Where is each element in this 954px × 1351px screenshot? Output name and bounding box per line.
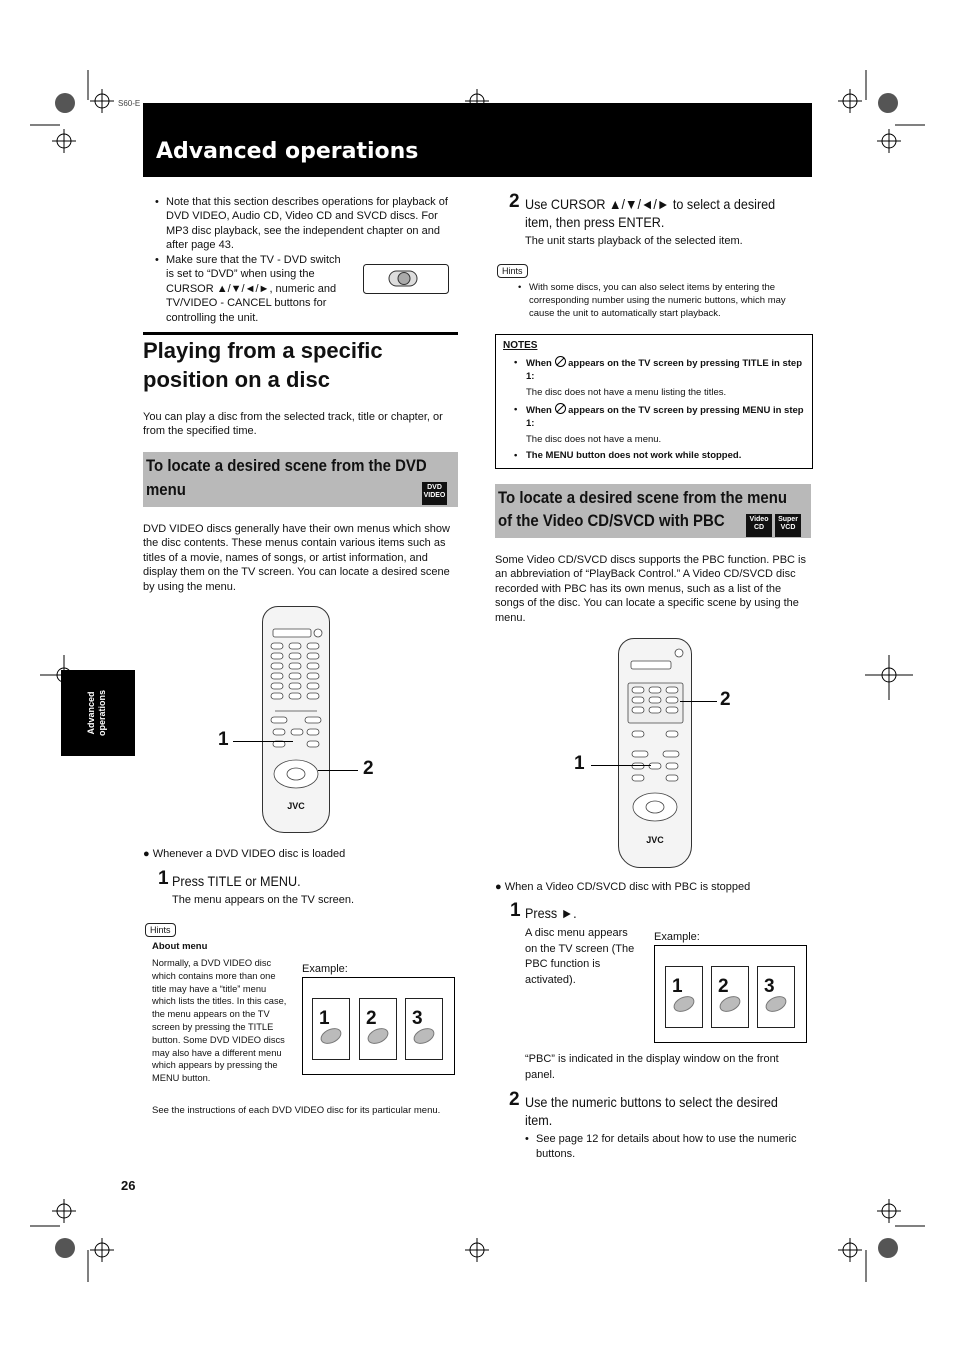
pbc-callout-1-line xyxy=(591,765,651,767)
note-3: • The MENU button does not work while st… xyxy=(514,450,742,461)
section-rule xyxy=(143,332,458,335)
dvd-condition: ● Whenever a DVD VIDEO disc is loaded xyxy=(143,848,346,860)
tv-dvd-switch-icon xyxy=(363,264,449,294)
pbc-example-item-3: 3 xyxy=(757,966,795,1028)
hints-body: Normally, a DVD VIDEO disc which contain… xyxy=(152,958,287,1084)
callout-1-line xyxy=(233,741,293,743)
section-intro: You can play a disc from the selected tr… xyxy=(143,411,443,438)
note-1-text: The disc does not have a menu listing th… xyxy=(526,387,727,398)
callout-2: 2 xyxy=(363,758,374,779)
remote-brand: JVC xyxy=(287,801,305,811)
pbc-step-2-number: 2 xyxy=(509,1089,520,1110)
pbc-heading: To locate a desired scene from the menu … xyxy=(495,484,811,538)
pbc-callout-2-line xyxy=(680,701,717,703)
hints-badge-icon: Hints xyxy=(145,920,176,938)
example-item-3: 3 xyxy=(405,998,443,1060)
pbc-example-label: Example: xyxy=(654,931,700,943)
dvd-menu-heading: To locate a desired scene from the DVD m… xyxy=(143,452,458,507)
side-tab-line2: operations xyxy=(97,690,107,737)
pbc-example-item-1: 1 xyxy=(665,966,703,1028)
right-hints-body: With some discs, you can also select ite… xyxy=(517,281,812,320)
remote-control-illustration: JVC xyxy=(262,606,330,833)
callout-2-line xyxy=(318,770,358,772)
pbc-step-2-bullet: See page 12 for details about how to use… xyxy=(525,1132,806,1162)
remote-buttons-icon xyxy=(270,628,323,789)
intro-bullet-1: Note that this section describes operati… xyxy=(155,195,459,253)
pbc-condition: ● When a Video CD/SVCD disc with PBC is … xyxy=(495,881,751,893)
pbc-step-1-number: 1 xyxy=(510,900,521,921)
callout-1: 1 xyxy=(218,729,229,750)
step-1-text: Press TITLE or MENU. xyxy=(172,873,301,889)
pbc-example-item-2: 2 xyxy=(711,966,749,1028)
remote-brand-2: JVC xyxy=(646,835,664,845)
step-1-number: 1 xyxy=(158,868,169,889)
pbc-example-menu-box: 1 2 3 xyxy=(654,945,807,1043)
note-2-text: The disc does not have a menu. xyxy=(526,434,662,445)
remote-control-illustration-2: JVC xyxy=(618,638,692,868)
side-tab-line1: Advanced xyxy=(86,691,96,735)
remote-buttons-icon xyxy=(627,648,684,822)
pbc-callout-2: 2 xyxy=(720,689,731,710)
dvd-menu-body: DVD VIDEO discs generally have their own… xyxy=(143,523,450,593)
intro-bullet-2: Make sure that the TV - DVD switch is se… xyxy=(155,253,349,325)
section-title: Playing from a specific position on a di… xyxy=(143,338,383,392)
pbc-step-1-text: Press ►. xyxy=(525,905,577,921)
right-step-2-subtext: The unit starts playback of the selected… xyxy=(525,235,743,247)
intro-notes-2: Make sure that the TV - DVD switch is se… xyxy=(154,253,349,325)
page-number: 26 xyxy=(121,1178,136,1193)
right-hints-badge-icon: Hints xyxy=(497,261,528,279)
example-menu-box: 1 2 3 xyxy=(302,977,455,1075)
prohibited-icon xyxy=(554,403,566,414)
side-tab: Advanced operations xyxy=(61,670,135,756)
note-1: • When appears on the TV screen by press… xyxy=(514,356,803,382)
note-2: • When appears on the TV screen by press… xyxy=(514,403,804,429)
video-cd-badge-icon: Video CD xyxy=(746,514,772,537)
pbc-indicator-note: “PBC” is indicated in the display window… xyxy=(525,1053,779,1081)
file-code: S60-E xyxy=(118,99,141,108)
right-step-2-number: 2 xyxy=(509,191,520,212)
notes-title: NOTES xyxy=(503,340,538,351)
step-1-subtext: The menu appears on the TV screen. xyxy=(172,894,355,906)
see-instructions-note: See the instructions of each DVD VIDEO d… xyxy=(152,1105,441,1116)
super-vcd-badge-icon: Super VCD xyxy=(775,514,801,537)
page-banner: Advanced operations xyxy=(143,103,812,177)
pbc-callout-1: 1 xyxy=(574,753,585,774)
intro-notes: Note that this section describes operati… xyxy=(154,195,459,253)
dvd-video-badge-icon: DVD VIDEO xyxy=(422,482,447,505)
example-item-2: 2 xyxy=(359,998,397,1060)
pbc-body: Some Video CD/SVCD discs supports the PB… xyxy=(495,554,806,624)
example-label: Example: xyxy=(302,963,348,975)
hints-title: About menu xyxy=(152,941,208,952)
prohibited-icon xyxy=(554,356,566,367)
right-step-2-text: Use CURSOR ▲/▼/◄/► to select a desired i… xyxy=(525,196,776,230)
notes-box: NOTES • When appears on the TV screen by… xyxy=(495,334,813,469)
example-item-1: 1 xyxy=(312,998,350,1060)
page-title: Advanced operations xyxy=(156,139,419,164)
pbc-step-2-text: Use the numeric buttons to select the de… xyxy=(525,1094,778,1128)
pbc-step-1-subtext: A disc menu appears on the TV screen (Th… xyxy=(525,927,635,986)
